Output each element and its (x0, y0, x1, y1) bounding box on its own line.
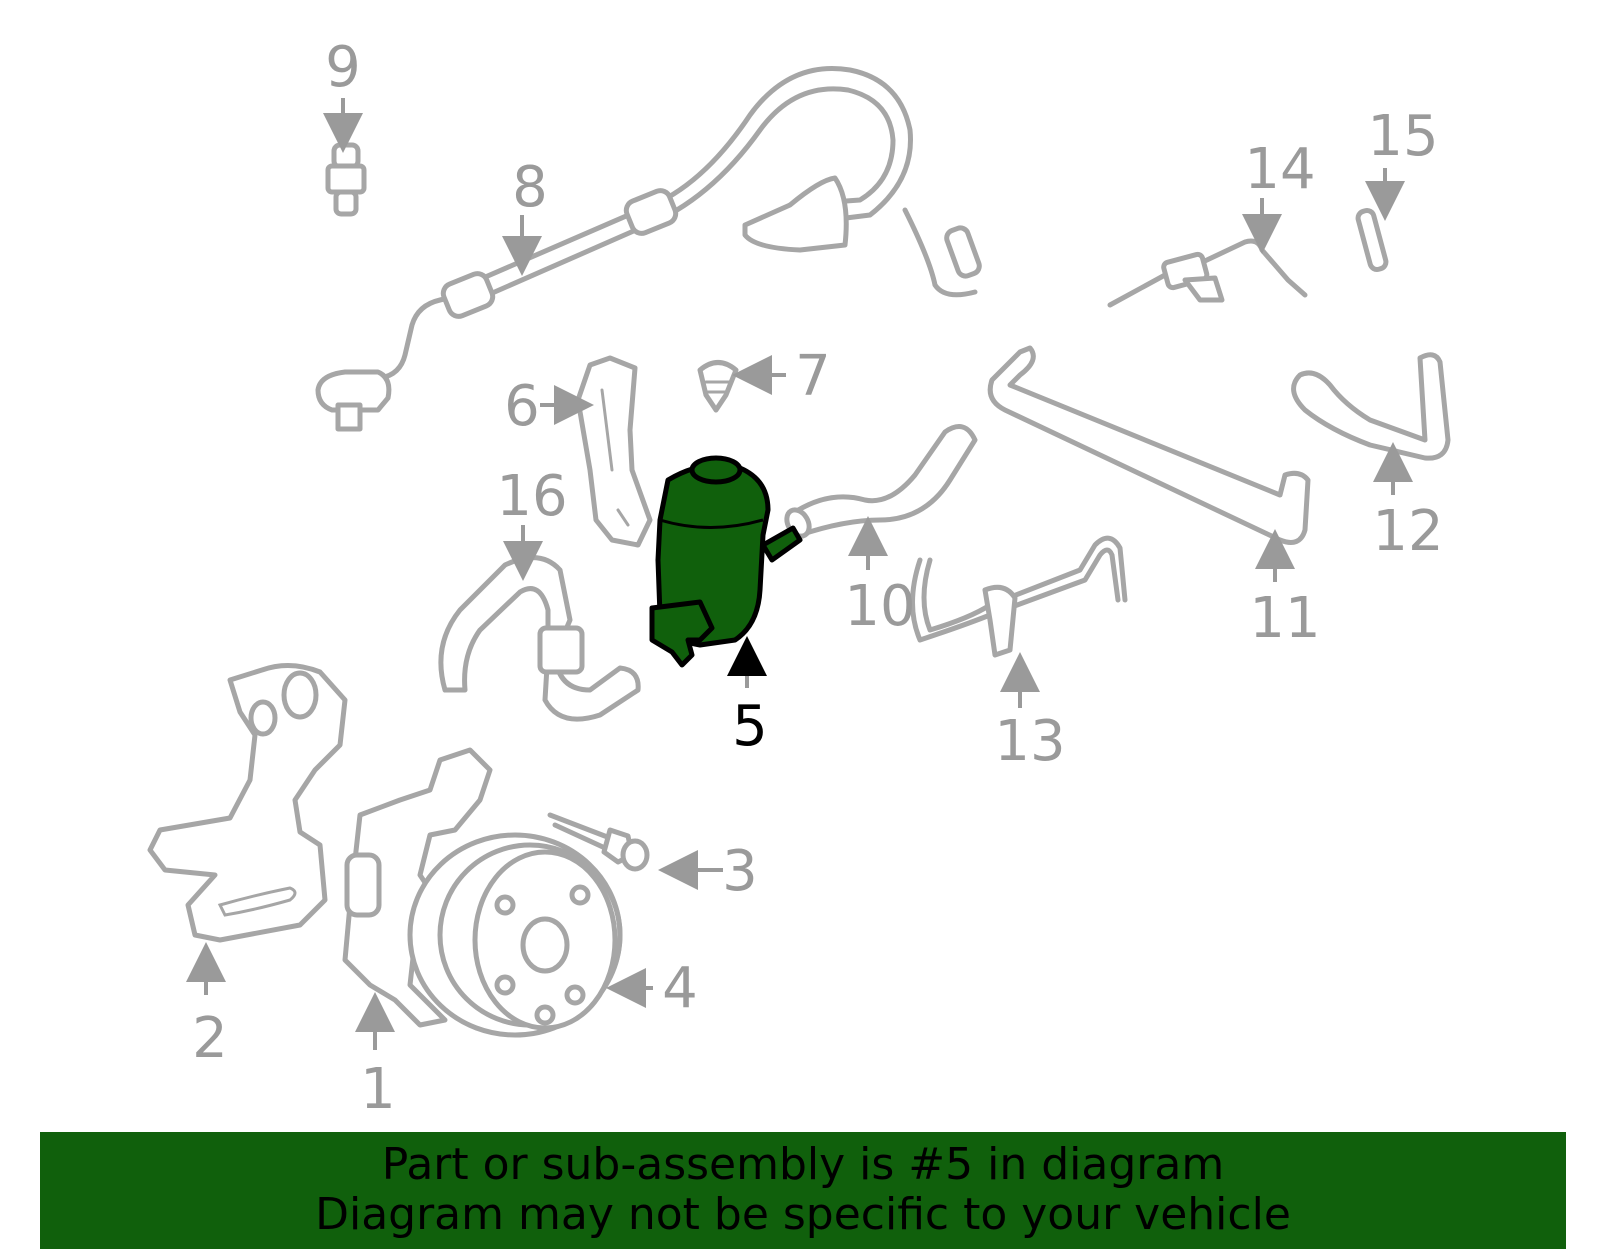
callout-16: 16 (496, 464, 567, 529)
part-12-hose (1291, 352, 1451, 461)
callout-8: 8 (512, 155, 548, 220)
part-4-pulley (407, 832, 623, 1038)
parts-diagram: 9 8 14 15 7 6 16 10 11 12 13 5 3 4 2 1 (147, 35, 1451, 1122)
info-banner: Part or sub-assembly is #5 in diagram Di… (40, 1132, 1566, 1249)
part-5-reservoir (649, 455, 803, 668)
part-16-hose (438, 555, 641, 722)
part-10-hose (784, 424, 978, 539)
callout-12: 12 (1372, 499, 1443, 564)
callout-9: 9 (325, 35, 361, 100)
part-14-tube (1107, 238, 1308, 308)
part-3-bolt (547, 812, 650, 872)
part-15-sensor (1355, 208, 1389, 272)
part-11-hose (987, 345, 1311, 545)
part-2-bracket (147, 663, 348, 943)
banner-line-1: Part or sub-assembly is #5 in diagram (381, 1139, 1225, 1190)
callout-7: 7 (795, 344, 831, 409)
part-9-switch (325, 142, 367, 217)
callout-10: 10 (844, 574, 915, 639)
part-8-pressure-hose (315, 65, 982, 432)
part-7-clip (697, 360, 739, 413)
callout-5: 5 (732, 694, 768, 759)
part-13-tube (910, 535, 1128, 658)
callout-11: 11 (1249, 586, 1320, 651)
part-1-pump (342, 747, 493, 1028)
callout-6: 6 (504, 374, 540, 439)
callout-15: 15 (1367, 104, 1438, 169)
callout-13: 13 (994, 709, 1065, 774)
callout-1: 1 (360, 1057, 396, 1122)
callout-14: 14 (1244, 137, 1315, 202)
callout-4: 4 (662, 956, 698, 1021)
banner-line-2: Diagram may not be specific to your vehi… (315, 1189, 1291, 1240)
callout-3: 3 (722, 839, 758, 904)
part-6-bracket (575, 355, 653, 548)
callout-2: 2 (192, 1006, 228, 1071)
callout-arrows (186, 98, 1413, 1050)
